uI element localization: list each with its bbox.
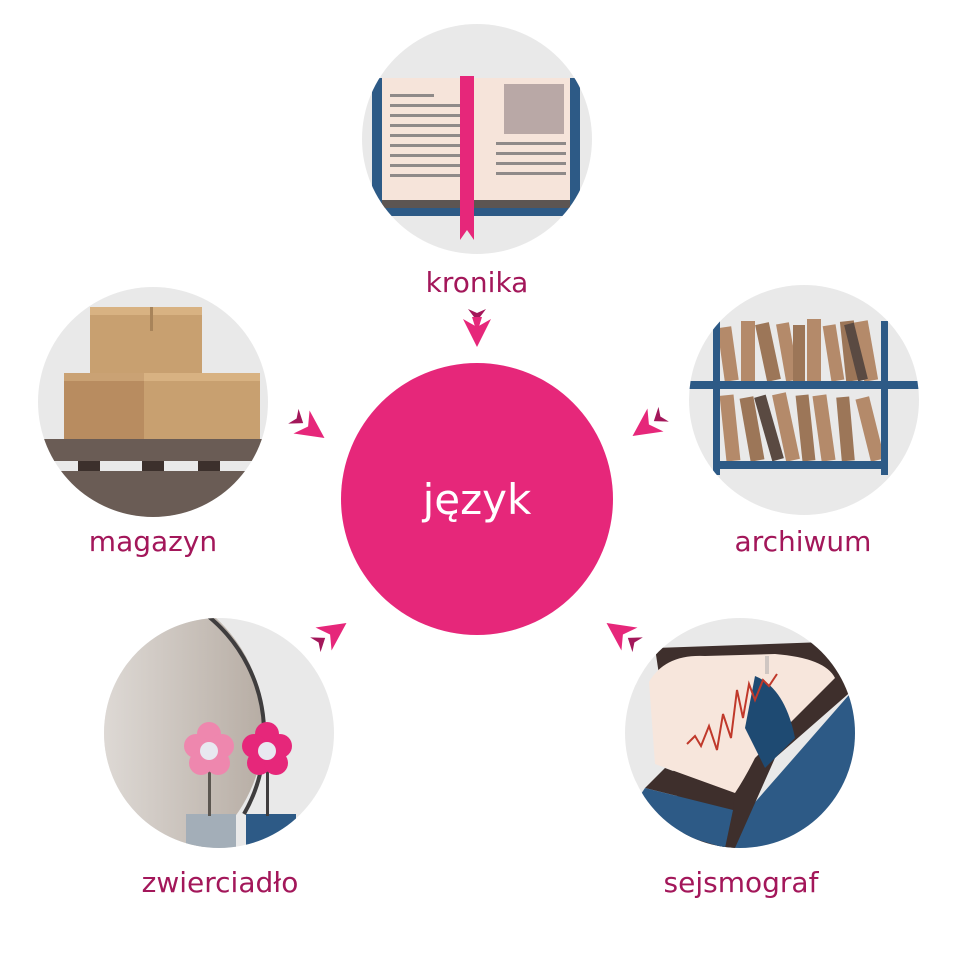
arrow-from-kronika bbox=[463, 309, 491, 347]
center-label: język bbox=[422, 474, 532, 524]
boxes-icon bbox=[42, 307, 268, 517]
seismograph-icon bbox=[625, 642, 855, 848]
archiwum-label: archiwum bbox=[734, 525, 872, 558]
center-node-jezyk: język bbox=[341, 363, 613, 635]
book-icon bbox=[372, 76, 580, 240]
sejsmograf-label: sejsmograf bbox=[663, 866, 819, 899]
arrow-tail bbox=[468, 309, 486, 321]
arrow-from-zwierciadlo bbox=[310, 622, 347, 653]
sejsmograf-circle bbox=[625, 618, 855, 848]
mirror-icon bbox=[104, 618, 296, 848]
arrow-from-archiwum bbox=[632, 406, 669, 437]
zwierciadlo-circle bbox=[104, 618, 334, 848]
bookshelf-icon bbox=[689, 319, 919, 475]
magazyn-label: magazyn bbox=[88, 525, 218, 558]
kronika-circle bbox=[362, 24, 592, 254]
arrow-from-magazyn bbox=[288, 408, 325, 439]
archiwum-circle bbox=[689, 285, 919, 515]
arrow-from-sejsmograf bbox=[606, 622, 643, 653]
magazyn-circle bbox=[38, 287, 268, 517]
kronika-label: kronika bbox=[425, 266, 529, 299]
zwierciadlo-label: zwierciadło bbox=[141, 866, 299, 899]
